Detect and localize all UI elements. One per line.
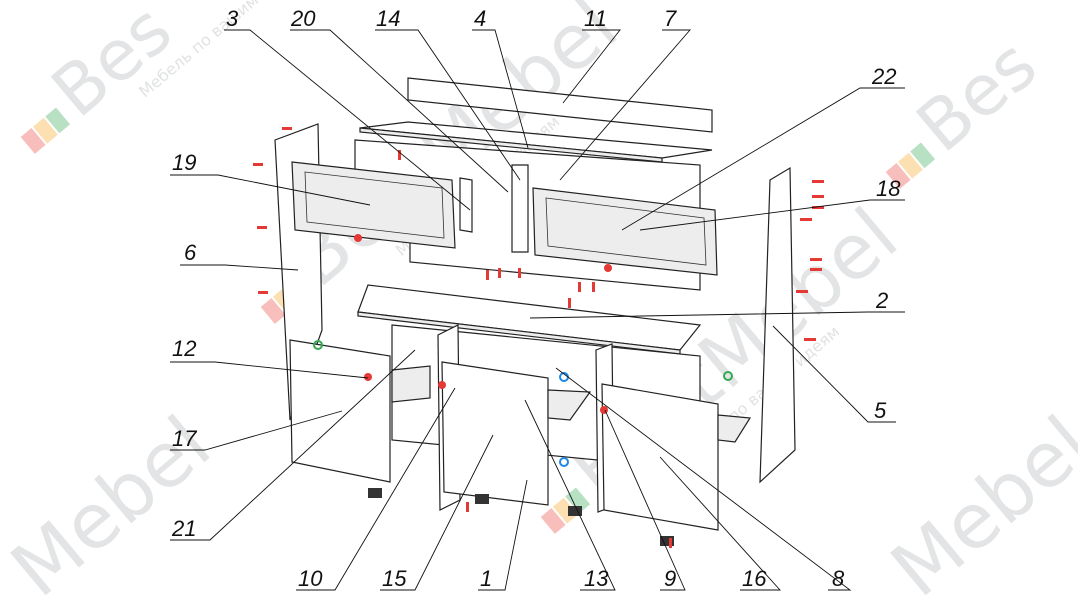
callout-6: 6	[184, 240, 197, 265]
callout-20: 20	[290, 6, 316, 31]
leg-support-4	[660, 536, 674, 546]
part-14-divider	[511, 164, 529, 253]
callout-15: 15	[382, 566, 407, 591]
blue-cam-icon-2	[559, 457, 569, 467]
leg-support-3	[568, 506, 582, 516]
leader-6	[180, 264, 299, 271]
leader-19	[170, 174, 371, 206]
callout-21: 21	[171, 516, 196, 541]
part-15-center-door	[441, 361, 549, 506]
callout-3: 3	[226, 6, 239, 31]
callout-11: 11	[584, 6, 607, 31]
hinge-icon-5	[600, 406, 608, 414]
callout-22: 22	[871, 64, 896, 89]
part-8-shelf	[717, 414, 752, 443]
callout-17: 17	[172, 426, 197, 451]
watermark-logo-orange-right	[897, 152, 923, 179]
hinge-icon-3	[364, 373, 372, 381]
leader-16	[659, 456, 782, 591]
part-13-shelf	[547, 389, 592, 421]
furniture-parts	[253, 77, 824, 548]
leader-lines	[170, 29, 905, 591]
hinge-icon-2	[604, 264, 612, 272]
leader-13	[524, 399, 616, 591]
leg-support-1	[368, 488, 382, 498]
leader-15	[380, 434, 494, 591]
part-19-glass	[304, 171, 445, 239]
part-19-left-glass-door	[291, 161, 456, 249]
callout-7: 7	[664, 6, 677, 31]
callout-2: 2	[875, 288, 888, 313]
callout-13: 13	[584, 566, 609, 591]
hinge-icon-4	[438, 381, 446, 389]
part-12-shelf	[391, 365, 431, 403]
part-18-right-glass-door	[532, 187, 718, 276]
callout-5: 5	[874, 398, 887, 423]
watermark-logo-red-bottom	[540, 508, 566, 534]
watermark-logo-green-right	[910, 142, 936, 169]
leg-support-2	[475, 494, 489, 504]
leader-21	[170, 349, 416, 541]
leader-20	[290, 29, 509, 193]
leader-3	[224, 29, 471, 211]
watermark-logo-orange-bottom	[552, 497, 578, 524]
leader-4	[472, 29, 529, 149]
part-11-back-strip	[407, 77, 713, 133]
green-cam-icon-2	[723, 371, 733, 381]
part-17-left-lower-door	[289, 339, 391, 483]
leader-7	[559, 29, 691, 181]
callout-14: 14	[376, 6, 400, 31]
green-cam-icon-1	[313, 340, 323, 350]
dowel-markers	[253, 127, 824, 548]
leader-8	[555, 367, 852, 591]
callout-19: 19	[172, 150, 196, 175]
watermark-logo-red-center	[260, 298, 286, 324]
leader-9	[604, 409, 686, 591]
part-20-strip	[459, 177, 473, 233]
leader-14	[375, 29, 521, 181]
callout-9: 9	[664, 566, 676, 591]
hinge-icon-1	[354, 234, 362, 242]
watermark-brand-bottomright: Mebel	[874, 399, 1078, 600]
callout-10: 10	[298, 566, 323, 591]
leader-2	[529, 311, 905, 319]
callout-1: 1	[480, 566, 492, 591]
part-5-right-side	[759, 166, 796, 484]
callout-4: 4	[474, 6, 486, 31]
watermark-logo-green-bottom	[565, 487, 591, 514]
leader-1	[478, 479, 528, 591]
leader-18	[639, 199, 905, 231]
leader-17	[170, 410, 343, 451]
leader-11	[562, 29, 621, 104]
leader-10	[296, 387, 456, 591]
callout-12: 12	[172, 336, 196, 361]
watermark-logo-orange	[32, 117, 58, 144]
part-18-glass	[545, 197, 707, 266]
leader-22	[621, 87, 905, 231]
callout-8: 8	[832, 566, 845, 591]
leader-12	[170, 361, 369, 379]
callout-16: 16	[742, 566, 767, 591]
callout-labels: 3 20 14 4 11 7 22 19 18 6 2 12 5 17 21 1…	[171, 6, 901, 591]
callout-18: 18	[876, 176, 901, 201]
leader-5	[772, 325, 896, 423]
watermark-logo-red-right	[885, 163, 911, 189]
watermark-logo-green	[45, 107, 71, 134]
watermark-logo-red	[20, 128, 46, 154]
